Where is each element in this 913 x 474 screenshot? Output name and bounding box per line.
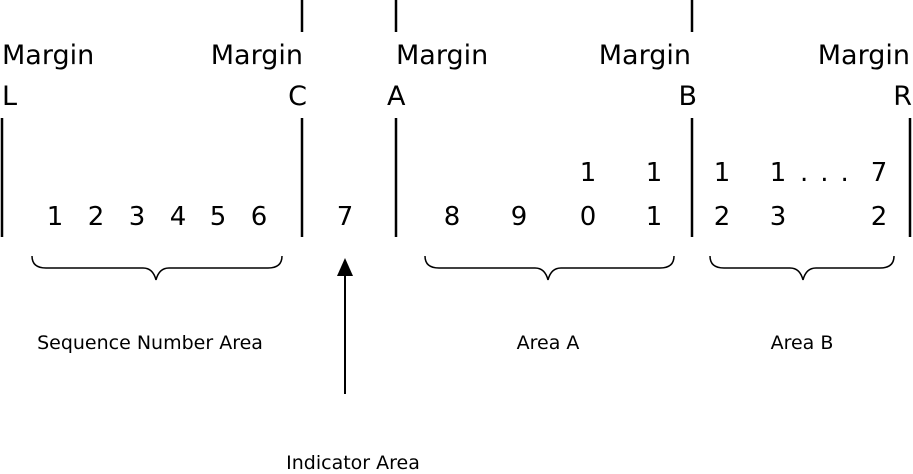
brace-area-b [709, 255, 895, 281]
column-number: 0 [579, 202, 597, 232]
column-number: 9 [510, 202, 528, 232]
brace-sequence-area [31, 255, 283, 281]
column-number: 5 [209, 202, 227, 232]
column-tens-digit: 7 [870, 158, 888, 188]
margin-r-word: Margin [817, 40, 910, 71]
margin-a-letter: A [387, 81, 406, 112]
margin-r-letter: R [893, 81, 912, 112]
column-number: 6 [250, 202, 268, 232]
margin-l-letter: L [2, 81, 18, 112]
column-tens-digit: 1 [645, 158, 663, 188]
column-number: 3 [769, 202, 787, 232]
column-number: 8 [443, 202, 461, 232]
column-number: 7 [336, 202, 354, 232]
column-number: 2 [713, 202, 731, 232]
indicator-area-label: Indicator Area [286, 452, 420, 474]
area-a-label: Area A [516, 332, 580, 354]
column-number: 1 [645, 202, 663, 232]
sequence-number-area-label: Sequence Number Area [37, 332, 263, 354]
column-number: 2 [870, 202, 888, 232]
margin-c-letter: C [288, 81, 307, 112]
column-tens-digit: 1 [579, 158, 597, 188]
column-number: 2 [87, 202, 105, 232]
column-number: 4 [169, 202, 187, 232]
brace-area-a [424, 255, 675, 281]
area-b-label: Area B [770, 332, 834, 354]
margin-c-word: Margin [210, 40, 303, 71]
column-tens-digit: 1 [713, 158, 731, 188]
margin-l-word: Margin [2, 40, 95, 71]
indicator-arrow-head [337, 258, 353, 276]
margin-b-word: Margin [598, 40, 691, 71]
column-number: 3 [128, 202, 146, 232]
column-tens-digit: 1 [769, 158, 787, 188]
margin-a-word: Margin [396, 40, 489, 71]
column-ellipsis: ... [800, 158, 861, 188]
margin-b-letter: B [678, 81, 697, 112]
column-number: 1 [46, 202, 64, 232]
